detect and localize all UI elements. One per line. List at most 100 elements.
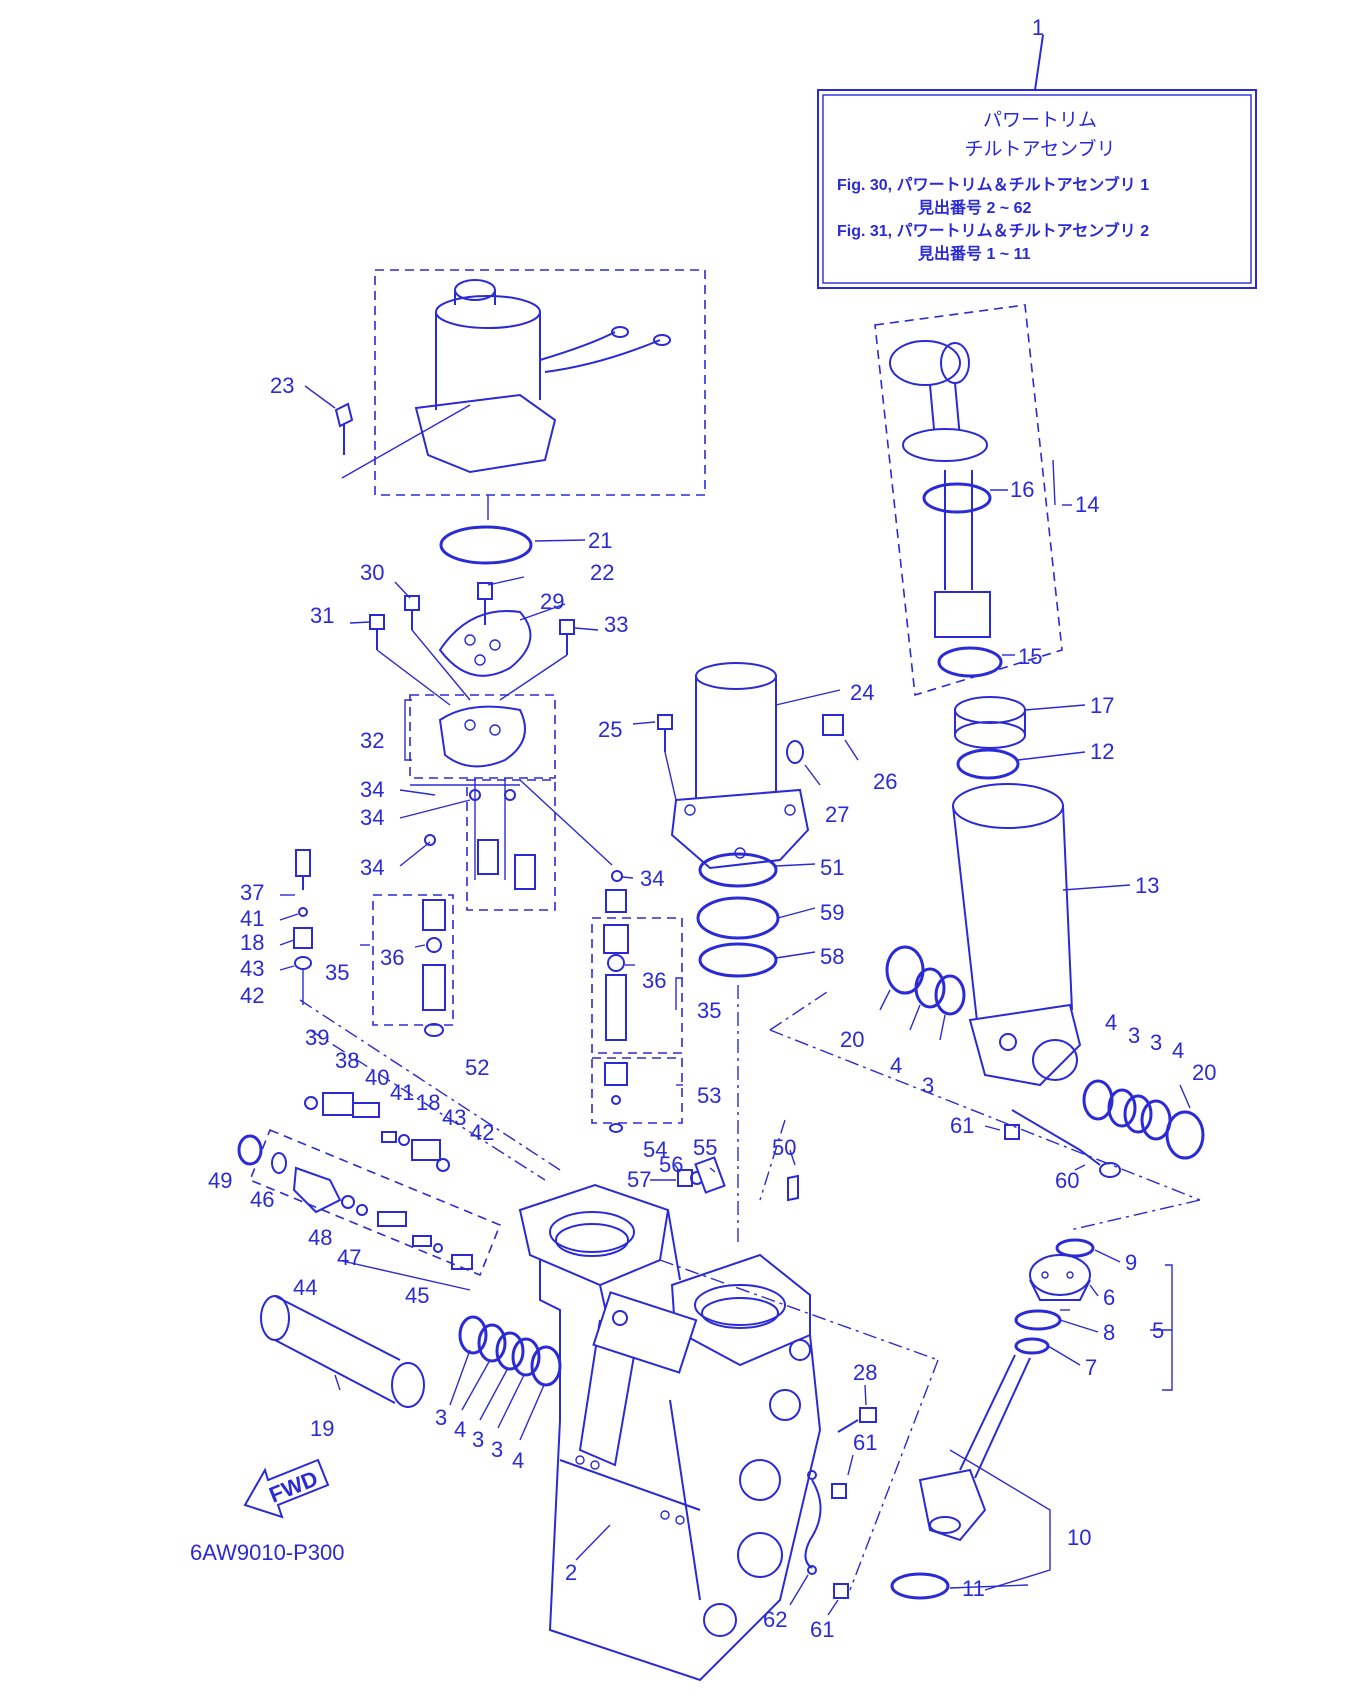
callout-38: 38 bbox=[335, 1048, 359, 1073]
callout-62: 62 bbox=[763, 1607, 787, 1632]
callout-53: 53 bbox=[697, 1083, 721, 1108]
callout-36-a: 36 bbox=[380, 945, 404, 970]
callout-39: 39 bbox=[305, 1025, 329, 1050]
housing-small-parts bbox=[677, 1156, 877, 1599]
legend-box: 1 パワートリム チルトアセンブリ Fig. 30, パワートリム＆チルトアセン… bbox=[817, 15, 1257, 289]
manual-valve-5 bbox=[918, 1238, 1095, 1542]
callout-59: 59 bbox=[820, 900, 844, 925]
callout-45: 45 bbox=[405, 1283, 429, 1308]
callout-3-e: 3 bbox=[472, 1427, 484, 1452]
callout-34-d: 34 bbox=[640, 866, 664, 891]
callout-34-b: 34 bbox=[360, 805, 384, 830]
callout-10: 10 bbox=[1067, 1525, 1091, 1550]
callout-26: 26 bbox=[873, 769, 897, 794]
seal-3-bottom-b bbox=[495, 1331, 525, 1371]
callout-3-b: 3 bbox=[1128, 1023, 1140, 1048]
callout-14: 14 bbox=[1075, 492, 1099, 517]
left-valve-group bbox=[293, 849, 454, 1037]
callout-56: 56 bbox=[659, 1152, 683, 1177]
callout-24: 24 bbox=[850, 680, 874, 705]
callout-13: 13 bbox=[1135, 873, 1159, 898]
callout-31: 31 bbox=[310, 603, 334, 628]
legend-ref-fig30-range: 見出番号 2 ~ 62 bbox=[917, 198, 1031, 217]
callout-25: 25 bbox=[598, 717, 622, 742]
o-ring-15 bbox=[937, 646, 1003, 678]
callout-5: 5 bbox=[1152, 1318, 1164, 1343]
seal-3b-right bbox=[1123, 1094, 1153, 1134]
callout-42-a: 42 bbox=[240, 983, 264, 1008]
callout-44: 44 bbox=[293, 1275, 317, 1300]
tilt-rod-14 bbox=[874, 304, 1063, 697]
callout-48: 48 bbox=[308, 1225, 332, 1250]
callout-11: 11 bbox=[962, 1576, 985, 1601]
seal-3-bottom-a bbox=[458, 1315, 488, 1355]
callout-32: 32 bbox=[360, 728, 384, 753]
callout-numbers: 23 21 30 22 29 31 33 32 34 34 34 34 37 4… bbox=[208, 373, 1216, 1642]
reservoir-24 bbox=[657, 662, 844, 870]
callout-6: 6 bbox=[1103, 1285, 1115, 1310]
motor-assembly bbox=[334, 269, 706, 520]
legend-ref-fig31: Fig. 31, パワートリム＆チルトアセンブリ 2 bbox=[837, 221, 1149, 240]
seal-3-left bbox=[934, 974, 966, 1016]
ground-lead-60 bbox=[1011, 1109, 1101, 1166]
valve-assembly bbox=[369, 582, 623, 911]
piston-19 bbox=[260, 1295, 425, 1408]
seal-4-bottom-a bbox=[477, 1323, 507, 1363]
callout-54: 54 bbox=[643, 1137, 667, 1162]
callout-43-a: 43 bbox=[240, 956, 264, 981]
main-housing-2 bbox=[518, 1183, 822, 1682]
seal-3a-right bbox=[1107, 1088, 1137, 1128]
callout-47: 47 bbox=[337, 1245, 361, 1270]
callout-16: 16 bbox=[1010, 477, 1034, 502]
callout-34-c: 34 bbox=[360, 855, 384, 880]
callout-8: 8 bbox=[1103, 1320, 1115, 1345]
callout-61-a: 61 bbox=[950, 1113, 974, 1138]
washer-20-left bbox=[885, 945, 925, 995]
callout-17: 17 bbox=[1090, 693, 1114, 718]
callout-61-c: 61 bbox=[810, 1617, 834, 1642]
callout-3-c: 3 bbox=[1150, 1030, 1162, 1055]
callout-4-a: 4 bbox=[890, 1053, 902, 1078]
seal-4-left bbox=[914, 967, 946, 1009]
callout-60: 60 bbox=[1055, 1168, 1079, 1193]
callout-21: 21 bbox=[588, 528, 612, 553]
callout-18-b: 18 bbox=[416, 1090, 440, 1115]
callout-42-b: 42 bbox=[470, 1120, 494, 1145]
callout-57: 57 bbox=[627, 1167, 651, 1192]
callout-35-a: 35 bbox=[325, 960, 349, 985]
backup-ring-59 bbox=[696, 896, 780, 940]
legend-ref-number: 1 bbox=[1032, 15, 1044, 40]
callout-43-b: 43 bbox=[442, 1105, 466, 1130]
callout-19: 19 bbox=[310, 1416, 334, 1441]
callout-28: 28 bbox=[853, 1360, 877, 1385]
left-side-valves bbox=[237, 999, 561, 1277]
washer-20-right bbox=[1165, 1110, 1205, 1160]
callout-18-a: 18 bbox=[240, 930, 264, 955]
callout-22: 22 bbox=[590, 560, 614, 585]
callout-61-b: 61 bbox=[853, 1430, 877, 1455]
o-ring-51 bbox=[698, 852, 778, 888]
o-ring-16 bbox=[922, 482, 992, 514]
fwd-arrow-icon: FWD bbox=[243, 1458, 330, 1519]
seal-4-right bbox=[1082, 1079, 1114, 1121]
callout-41-b: 41 bbox=[390, 1080, 414, 1105]
callout-3-f: 3 bbox=[491, 1437, 503, 1462]
callout-40: 40 bbox=[365, 1065, 389, 1090]
callout-49: 49 bbox=[208, 1168, 232, 1193]
leader-lines bbox=[279, 385, 1191, 1616]
diagram-code: 6AW9010-P300 bbox=[190, 1540, 345, 1565]
callout-4-c: 4 bbox=[1172, 1038, 1184, 1063]
callout-37: 37 bbox=[240, 880, 264, 905]
callout-55: 55 bbox=[693, 1135, 717, 1160]
legend-title-line2: チルトアセンブリ bbox=[964, 137, 1115, 160]
o-ring-11 bbox=[890, 1572, 950, 1600]
callout-7: 7 bbox=[1085, 1355, 1097, 1380]
callout-33: 33 bbox=[604, 612, 628, 637]
callout-20-b: 20 bbox=[1192, 1060, 1216, 1085]
callout-3-a: 3 bbox=[922, 1073, 934, 1098]
callout-29: 29 bbox=[540, 589, 564, 614]
callout-23: 23 bbox=[270, 373, 294, 398]
callout-58: 58 bbox=[820, 944, 844, 969]
callout-20-a: 20 bbox=[840, 1027, 864, 1052]
